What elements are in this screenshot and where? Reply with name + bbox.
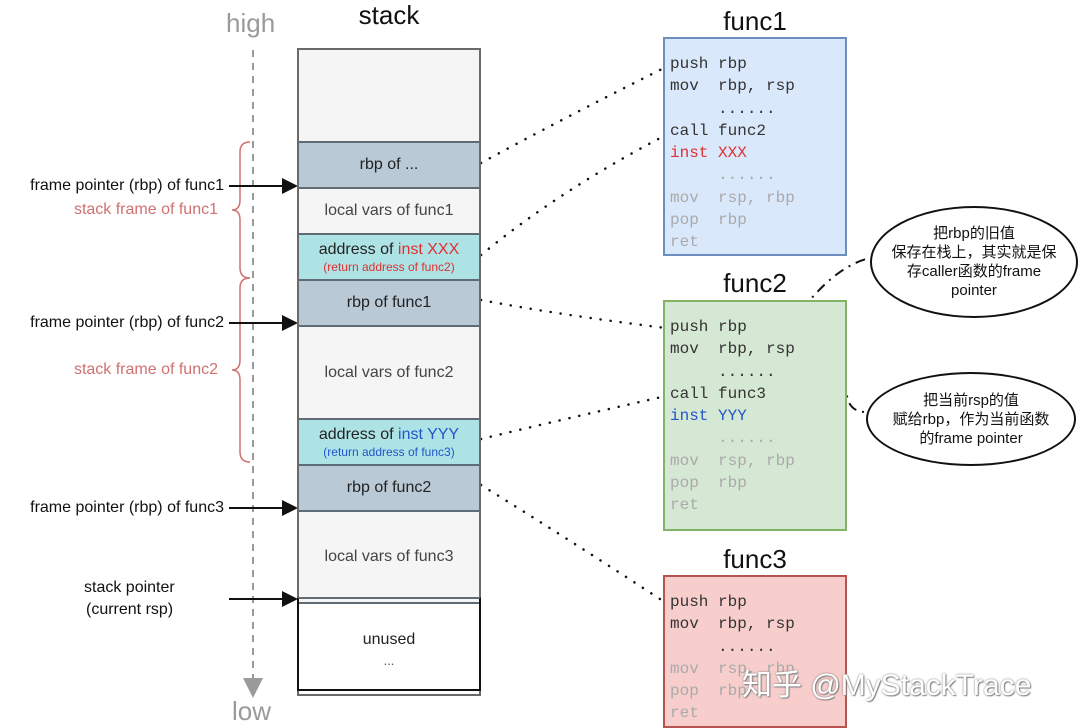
code-line: pop rbp — [670, 682, 747, 701]
bubble-line: 存caller函数的frame — [906, 263, 1042, 280]
code-line: push rbp — [670, 318, 747, 336]
stack-diagram: rbp of ... local vars of func1 address o… — [297, 48, 481, 696]
axis-high-label: high — [226, 8, 276, 38]
brace-func2 — [231, 277, 251, 463]
cell-sub: (return address of func3) — [323, 444, 455, 459]
sp-label-line2: (current rsp) — [86, 601, 174, 618]
cell-prefix: address of — [318, 240, 398, 258]
fp-func3-label: frame pointer (rbp) of func3 — [30, 499, 224, 516]
axis-low-label: low — [232, 696, 272, 726]
code-line: inst XXX — [670, 144, 747, 163]
stack-frame-func1-label: stack frame of func1 — [73, 201, 218, 218]
code-line: push rbp — [670, 55, 747, 73]
cell-main: address of inst XXX — [319, 240, 460, 260]
code-line: mov rsp, rbp — [670, 188, 795, 207]
code-line: ret — [670, 704, 699, 723]
connector-rbp-func2-to-func3-push — [479, 483, 668, 605]
func1-code-box: push rbp mov rbp, rsp ...... call func2 ins… — [663, 37, 847, 256]
bubble-line: 把当前rsp的值 — [923, 391, 1019, 409]
code-line: ...... — [670, 637, 776, 656]
code-line: pop rbp — [670, 211, 747, 230]
stack-cell-local-func2: local vars of func2 — [299, 327, 479, 420]
code-line: ret — [670, 496, 699, 515]
cell-main: address of inst YYY — [319, 425, 459, 445]
code-line: mov rsp, rbp — [670, 451, 795, 470]
cell-text: rbp of ... — [359, 156, 419, 173]
bubble-line: 的frame pointer — [919, 429, 1023, 447]
code-line: ret — [670, 233, 699, 252]
bubble-line: pointer — [951, 282, 997, 299]
cell-sub: ... — [383, 652, 395, 668]
brace-func1 — [231, 141, 251, 279]
stack-cell-rbp-func1: rbp of func1 — [299, 281, 479, 327]
bubble-line: 把rbp的旧值 — [933, 225, 1015, 242]
bubble-line: 保存在栈上，其实就是保 — [891, 244, 1057, 261]
code-line: push rbp — [670, 593, 747, 611]
inst-xxx-text: inst XXX — [397, 240, 460, 258]
cell-text: local vars of func3 — [324, 548, 454, 565]
code-line: ...... — [670, 429, 776, 448]
cell-text: rbp of func2 — [346, 479, 432, 496]
stack-cell-local-func1: local vars of func1 — [299, 189, 479, 235]
stack-cell-top-empty — [299, 50, 479, 143]
code-line: ...... — [670, 166, 776, 185]
func2-code-box: push rbp mov rbp, rsp ...... call func3 ins… — [663, 300, 847, 531]
stack-cell-rbp-func2: rbp of func2 — [299, 466, 479, 512]
connector-rbp-func1-to-func2-push — [479, 298, 668, 330]
func3-title: func3 — [723, 544, 787, 574]
connector-yyy-to-func2-call — [479, 394, 668, 441]
code-line: ...... — [670, 362, 776, 381]
stack-cell-local-func3: local vars of func3 — [299, 512, 479, 604]
fp-func1-label: frame pointer (rbp) of func1 — [30, 177, 224, 194]
cell-text: unused — [362, 630, 416, 648]
stack-title: stack — [358, 0, 420, 30]
connector-rbp-of-to-func1-push — [479, 65, 668, 165]
code-line: mov rbp, rsp — [670, 615, 795, 634]
inst-yyy-text: inst YYY — [398, 425, 460, 443]
bubble-line: 赋给rbp，作为当前函数 — [892, 410, 1050, 428]
stack-cell-unused: unused ... — [299, 604, 479, 694]
mov-rbp-note-bubble: 把当前rsp的值赋给rbp，作为当前函数的frame pointer — [866, 372, 1076, 466]
bubble-text: 把rbp的旧值保存在栈上，其实就是保存caller函数的frame pointer — [891, 224, 1056, 300]
code-line: mov rbp, rsp — [670, 340, 795, 359]
func1-title: func1 — [723, 6, 787, 36]
code-line: pop rbp — [670, 474, 747, 493]
cell-text: rbp of func1 — [346, 294, 432, 311]
cell-text: local vars of func2 — [324, 363, 454, 381]
code-line: mov rsp, rbp — [670, 659, 795, 678]
sp-label-line1: stack pointer — [84, 579, 175, 596]
stack-cell-return-yyy: address of inst YYY (return address of f… — [299, 420, 479, 466]
watermark: 知乎 @MyStackTrace — [742, 669, 1032, 702]
stack-frame-func2-label: stack frame of func2 — [73, 361, 218, 378]
stack-cell-return-xxx: address of inst XXX (return address of f… — [299, 235, 479, 281]
fp-func2-label: frame pointer (rbp) of func2 — [30, 314, 224, 331]
cell-text: local vars of func1 — [324, 202, 454, 219]
code-line: inst YYY — [670, 407, 747, 426]
connector-xxx-to-func1-call — [479, 133, 668, 257]
func3-code-box: push rbp mov rbp, rsp ...... mov rsp, rbp p… — [663, 575, 847, 728]
code-line: call func3 — [670, 384, 767, 403]
code-line: call func2 — [670, 121, 767, 140]
cell-sub: (return address of func2) — [323, 259, 455, 274]
func2-title: func2 — [723, 268, 787, 298]
code-line: mov rbp, rsp — [670, 77, 795, 96]
bubble-text: 把当前rsp的值赋给rbp，作为当前函数的frame pointer — [893, 391, 1050, 448]
code-line: ...... — [670, 99, 776, 118]
stack-cell-rbp-of-unknown: rbp of ... — [299, 143, 479, 189]
push-rbp-note-bubble: 把rbp的旧值保存在栈上，其实就是保存caller函数的frame pointer — [870, 206, 1078, 318]
cell-prefix: address of — [318, 425, 399, 443]
